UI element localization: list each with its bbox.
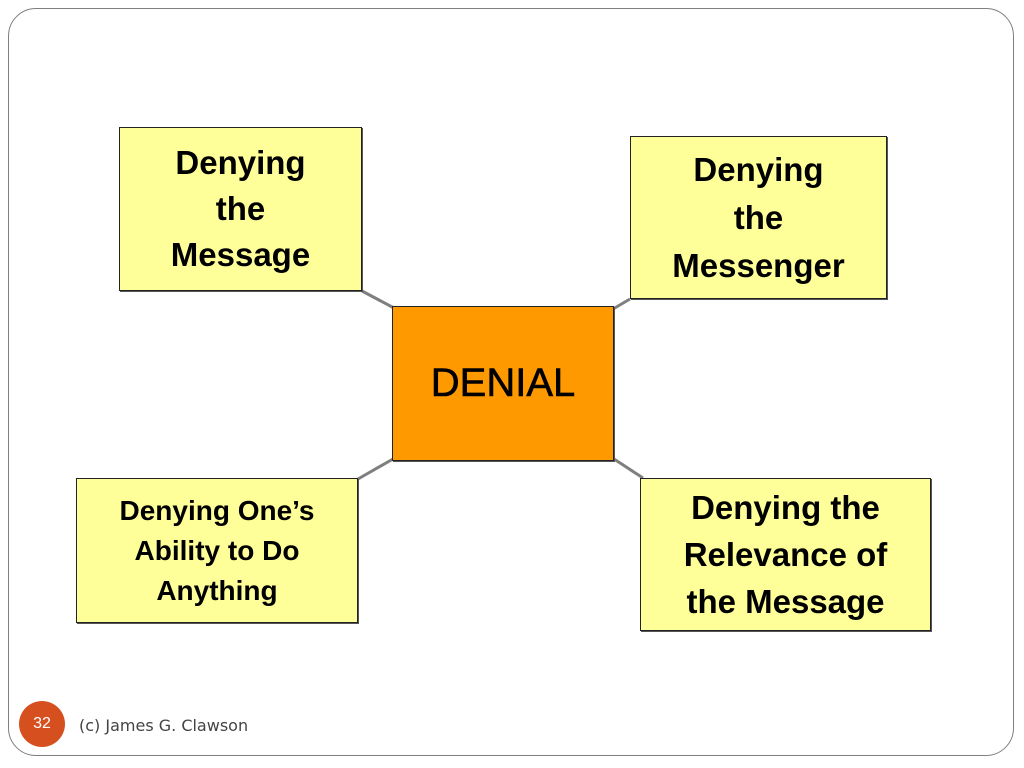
node-denial-center: DENIAL xyxy=(392,306,614,461)
node-line: Ability to Do xyxy=(134,534,300,566)
node-line: the xyxy=(215,190,266,227)
center-label: DENIAL xyxy=(430,361,576,406)
node-line: Denying the xyxy=(691,489,880,526)
node-line: Denying One’s xyxy=(119,494,315,526)
node-denying-the-message: Denying the Message xyxy=(119,127,362,291)
connector-top-right xyxy=(612,297,631,311)
node-line: the Message xyxy=(686,583,885,620)
node-line: Relevance of xyxy=(683,536,888,573)
node-line: Denying xyxy=(693,150,824,188)
connector-bottom-right xyxy=(613,457,644,480)
node-line: Message xyxy=(170,236,311,273)
page-number-badge: 32 xyxy=(19,701,65,747)
node-denying-relevance: Denying the Relevance of the Message xyxy=(640,478,931,631)
footer-credit: (c) James G. Clawson xyxy=(79,716,249,735)
node-denying-the-messenger: Denying the Messenger xyxy=(630,136,887,299)
node-denying-ability: Denying One’s Ability to Do Anything xyxy=(76,478,358,623)
node-line: the xyxy=(733,198,784,236)
connector-bottom-left xyxy=(357,457,394,481)
page-number: 32 xyxy=(33,715,51,732)
connector-top-left xyxy=(361,289,395,310)
node-line: Anything xyxy=(156,574,278,606)
node-line: Messenger xyxy=(672,246,845,284)
node-line: Denying xyxy=(175,144,306,181)
